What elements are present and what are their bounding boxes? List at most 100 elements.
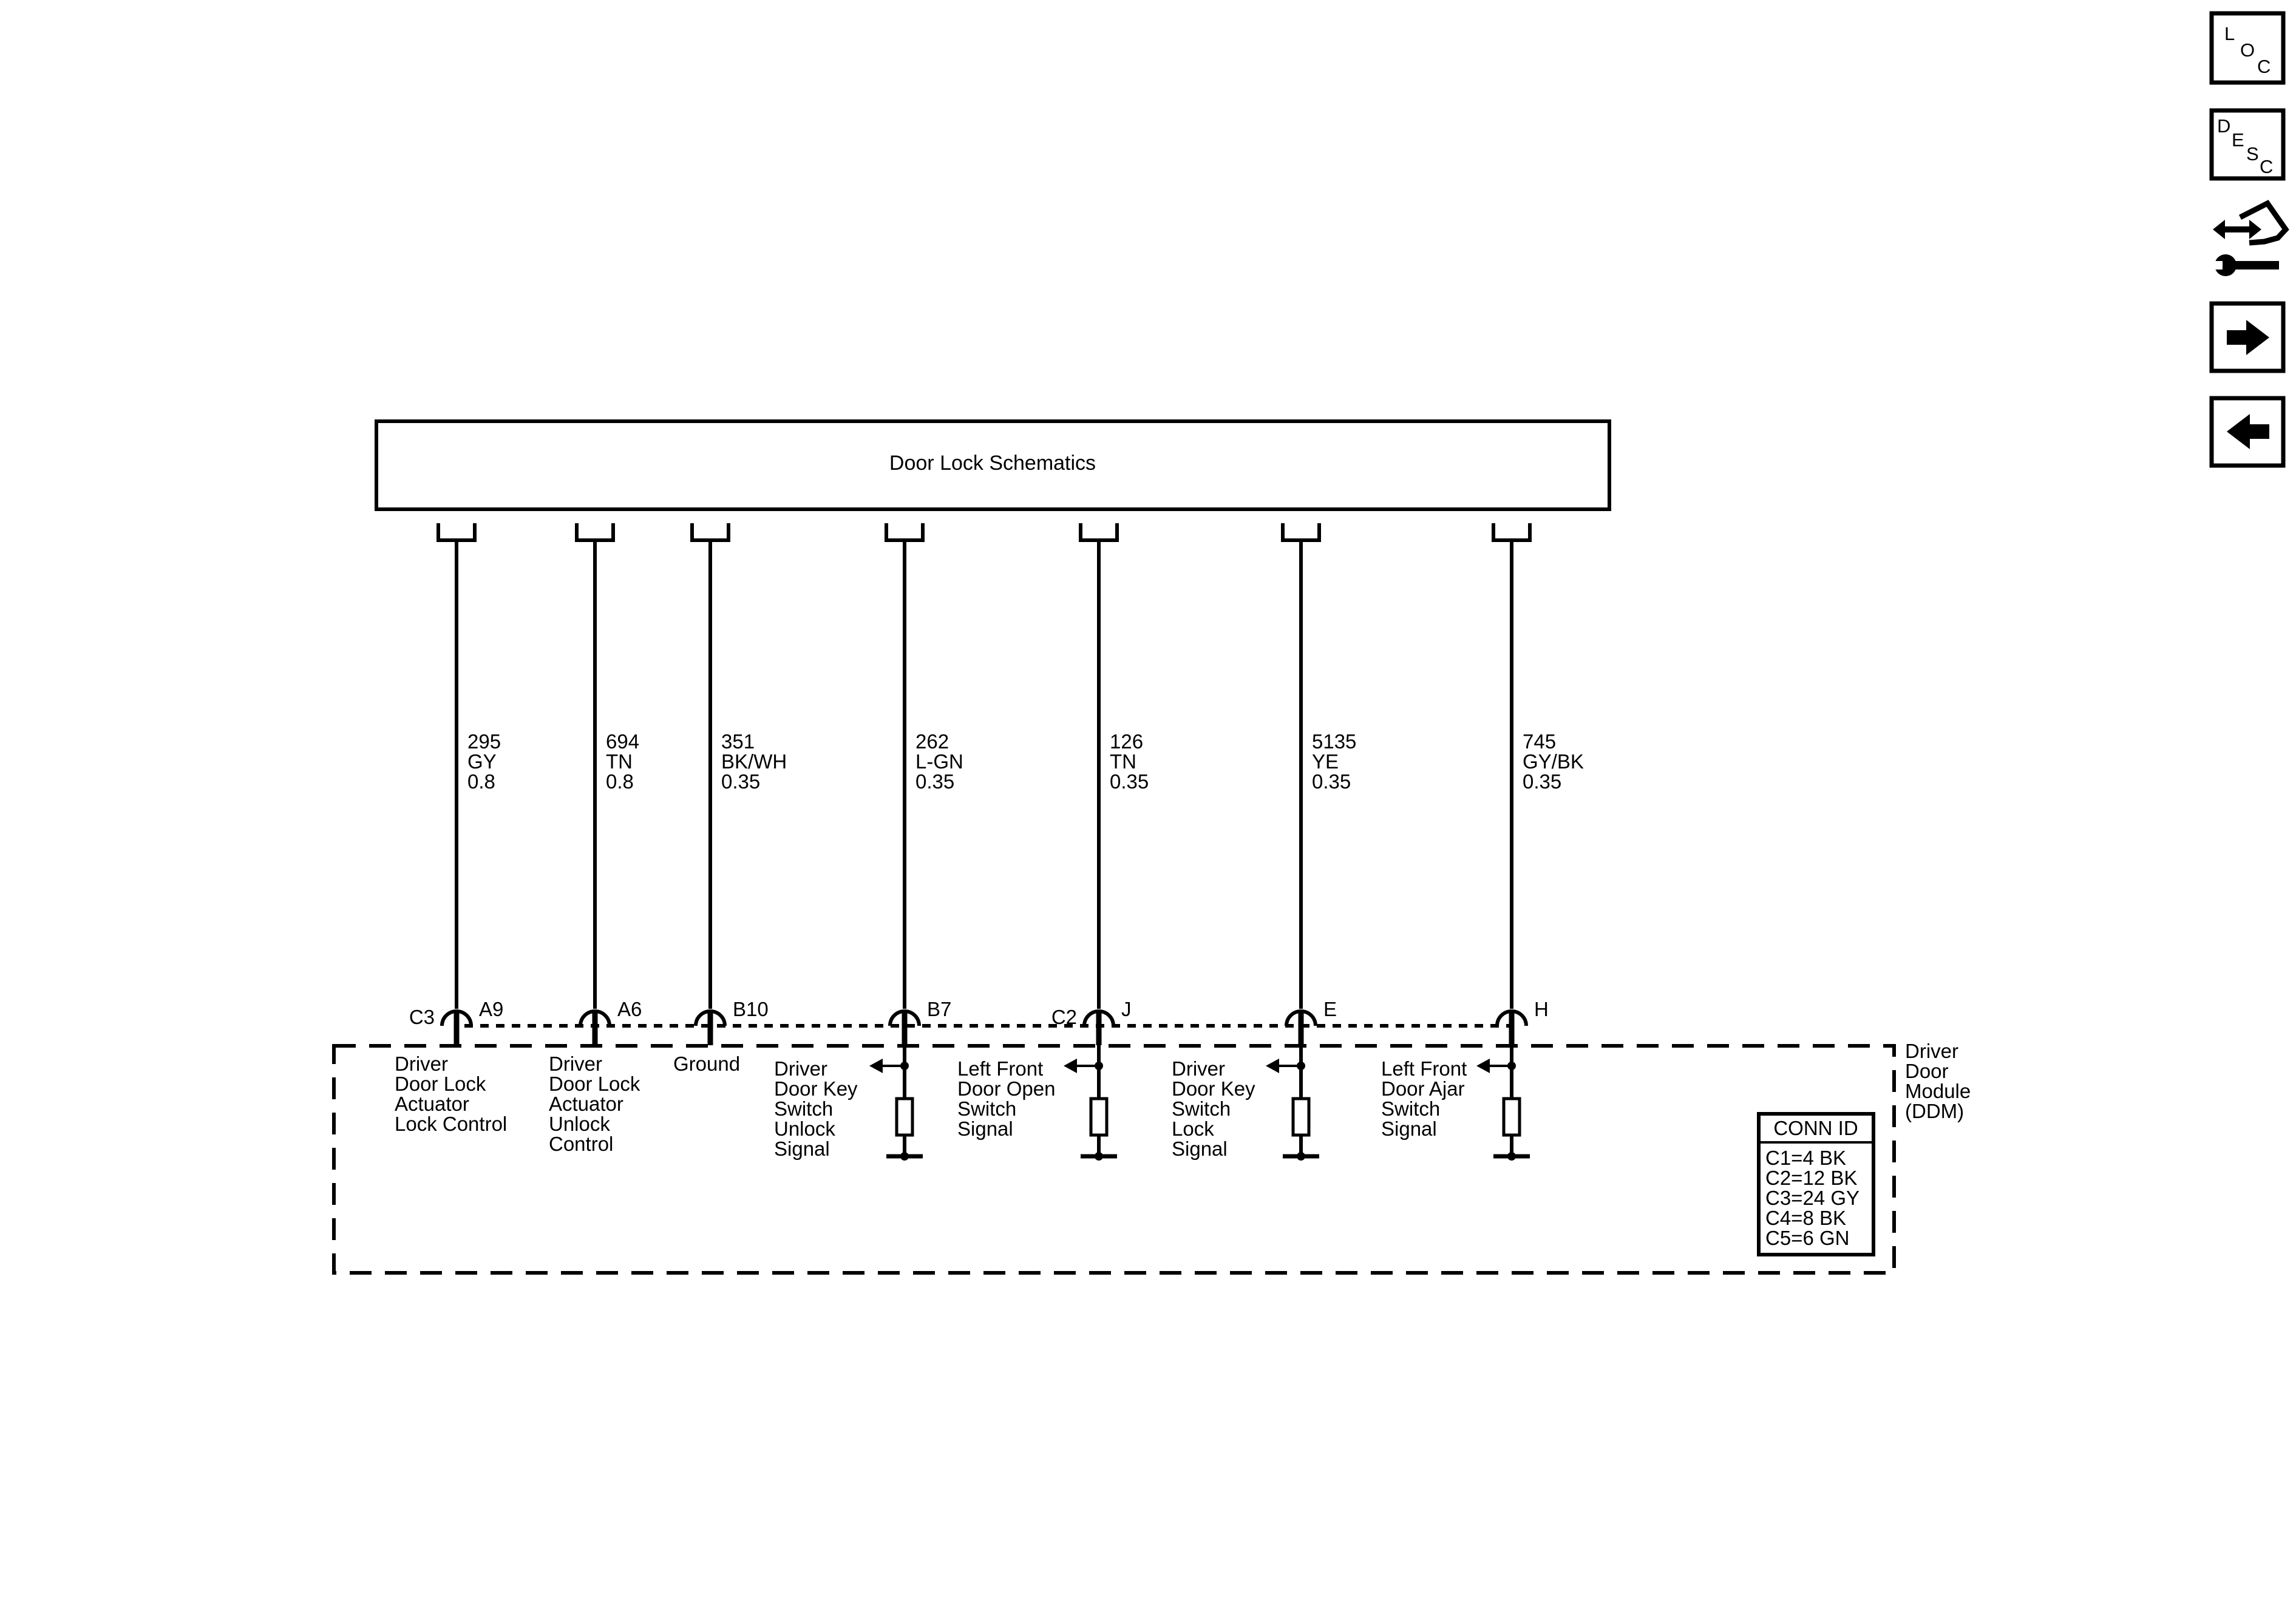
pin-label: J: [1121, 998, 1132, 1020]
svg-text:O: O: [2240, 39, 2255, 61]
signal-arrow-icon: [1476, 1059, 1490, 1073]
svg-text:D: D: [2217, 115, 2230, 137]
circuit-description: Signal: [957, 1117, 1013, 1140]
circuit-description: Lock: [1172, 1117, 1214, 1140]
resistor-icon: [1502, 1097, 1521, 1137]
connector-label: C3: [409, 1006, 435, 1028]
wire-color: GY: [467, 750, 497, 773]
resistor-icon: [1089, 1097, 1109, 1137]
wire-gauge: 0.35: [1110, 770, 1149, 793]
wire-gauge: 0.35: [1312, 770, 1351, 793]
circuit-description: Driver: [1172, 1057, 1225, 1080]
svg-text:C: C: [2257, 56, 2271, 77]
signal-arrow-icon: [1064, 1059, 1077, 1073]
conn-id-row: C1=4 BK: [1765, 1147, 1846, 1169]
conn-id-row: C5=6 GN: [1765, 1227, 1849, 1249]
circuit-description: Driver: [395, 1053, 448, 1075]
next-arrow-icon[interactable]: [2209, 301, 2286, 373]
conn-id-row: C3=24 GY: [1765, 1187, 1860, 1209]
pin-label: B7: [927, 998, 951, 1020]
pin-label: B10: [733, 998, 769, 1020]
resistor-icon: [1291, 1097, 1311, 1137]
svg-text:Door Lock Schematics: Door Lock Schematics: [889, 452, 1096, 475]
pin-label: E: [1323, 998, 1337, 1020]
circuit-description: Actuator: [395, 1093, 469, 1115]
svg-text:S: S: [2246, 143, 2259, 164]
circuit-description: Driver: [774, 1057, 827, 1080]
circuit-description: Door Ajar: [1381, 1077, 1465, 1100]
svg-text:L: L: [2224, 23, 2235, 44]
conn-id-row: C2=12 BK: [1765, 1167, 1857, 1189]
conn-id-row: C4=8 BK: [1765, 1207, 1846, 1229]
module-label: Driver Door Module (DDM): [1905, 1040, 1971, 1122]
circuit-number: 745: [1523, 730, 1556, 753]
circuit-description: Door Lock: [549, 1073, 640, 1095]
junction-dot: [1507, 1152, 1516, 1161]
driver-door-module-boundary: [332, 1044, 1896, 1275]
signal-arrow-icon: [869, 1059, 883, 1073]
pin-label: A9: [479, 998, 503, 1020]
circuit-description: Switch: [957, 1097, 1016, 1120]
circuit-number: 351: [721, 730, 755, 753]
circuit-number: 5135: [1312, 730, 1356, 753]
circuit-number: 295: [467, 730, 501, 753]
wire-color: BK/WH: [721, 750, 787, 773]
circuit-description: Unlock: [549, 1113, 610, 1135]
top-connector-terminal: [1492, 523, 1532, 542]
wire-color: GY/BK: [1523, 750, 1584, 773]
circuit-description: Signal: [774, 1137, 830, 1160]
pin-label: H: [1534, 998, 1549, 1020]
circuit-number: 694: [606, 730, 639, 753]
loc-icon[interactable]: L O C: [2209, 11, 2286, 85]
svg-text:E: E: [2232, 129, 2244, 151]
svg-text:(DDM): (DDM): [1905, 1100, 1964, 1122]
circuit-description: Signal: [1172, 1137, 1228, 1160]
connector-tool-icon[interactable]: [2213, 200, 2289, 276]
top-connector-terminal: [885, 523, 925, 542]
top-connector-terminal: [575, 523, 615, 542]
circuit-description: Signal: [1381, 1117, 1437, 1140]
svg-text:C: C: [2260, 156, 2273, 177]
wire-gauge: 0.35: [915, 770, 954, 793]
circuit-description: Door Lock: [395, 1073, 486, 1095]
pin-label: A6: [617, 998, 642, 1020]
resistor-icon: [895, 1097, 914, 1137]
door-lock-schematics-box[interactable]: Door Lock Schematics: [375, 419, 1611, 511]
circuit-description: Switch: [774, 1097, 833, 1120]
top-connector-terminal: [1281, 523, 1321, 542]
circuit-description: Driver: [549, 1053, 602, 1075]
junction-dot: [1297, 1152, 1305, 1161]
junction-dot: [900, 1152, 909, 1161]
circuit-description: Switch: [1172, 1097, 1231, 1120]
circuit-number: 262: [915, 730, 949, 753]
wire-color: YE: [1312, 750, 1339, 773]
circuit-description: Lock Control: [395, 1113, 507, 1135]
conn-id-title: CONN ID: [1773, 1117, 1858, 1139]
circuit-description: Ground: [673, 1053, 740, 1075]
circuit-description: Left Front: [1381, 1057, 1467, 1080]
top-connector-terminal: [436, 523, 477, 542]
wire-color: TN: [1110, 750, 1136, 773]
wire-gauge: 0.8: [606, 770, 634, 793]
svg-text:Module: Module: [1905, 1080, 1971, 1102]
circuit-description: Door Open: [957, 1077, 1055, 1100]
conn-id-table: CONN ID C1=4 BK C2=12 BK C3=24 GY C4=8 B…: [1757, 1112, 1875, 1256]
svg-text:Driver: Driver: [1905, 1040, 1958, 1062]
prev-arrow-icon[interactable]: [2209, 396, 2286, 468]
circuit-description: Actuator: [549, 1093, 623, 1115]
circuit-description: Left Front: [957, 1057, 1043, 1080]
desc-icon[interactable]: D E S C: [2209, 108, 2286, 181]
circuit-description: Switch: [1381, 1097, 1440, 1120]
top-connector-terminal: [1079, 523, 1119, 542]
circuit-description: Control: [549, 1133, 613, 1155]
circuit-description: Unlock: [774, 1117, 835, 1140]
circuit-description: Door Key: [1172, 1077, 1255, 1100]
wire-color: L-GN: [915, 750, 963, 773]
